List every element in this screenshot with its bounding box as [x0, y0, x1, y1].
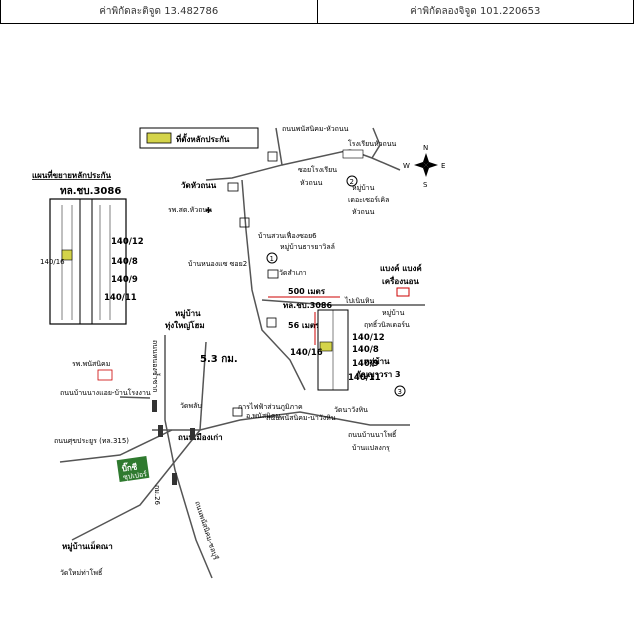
road-chonburi: ถนนพนัสนิคม-ชลบุรี: [193, 500, 220, 561]
marker-1: [266, 252, 278, 264]
inset-road-label: ทล.ชบ.3086: [60, 186, 121, 197]
label-wat-huathanon: วัดหัวถนน: [181, 181, 217, 190]
latitude-cell: ค่าพิกัดละติจูด 13.482786: [0, 0, 318, 24]
label-elec: การไฟฟ้าส่วนภูมิภาค: [238, 402, 303, 411]
label-hospital: รพ.สต.หัวถนน: [168, 206, 212, 214]
label-soi-b: บ้านหนองแซ ซอย2: [188, 260, 247, 268]
compass-s: S: [423, 181, 428, 189]
label-village2a: หมู่บ้าน: [352, 184, 375, 192]
label-village3b: กัญญาวรา 3: [356, 370, 401, 380]
collateral-block: 140/12 140/8 140/9 140/11 140/16: [290, 309, 385, 391]
store-logo: [116, 456, 150, 482]
label-wat-bokaeo: วัดนาวังหิน: [334, 406, 368, 414]
label-bank2: เครื่องนอน: [382, 275, 419, 286]
label-village-r: หมู่บ้าน: [382, 309, 405, 317]
roads: [59, 127, 425, 579]
inset-plot-140-11: 140/11: [104, 293, 137, 303]
road-top: ถนนพนัสนิคม-หัวถนน: [282, 125, 349, 133]
compass-n: N: [423, 144, 428, 152]
store-sub: ซุปเปอร์: [123, 470, 148, 481]
plot-140-12: 140/12: [352, 333, 385, 343]
label-banplaeng: บ้านแปลงกรุ: [352, 444, 390, 452]
inset-plot-140-8: 140/8: [111, 257, 138, 267]
label-hosp-panat: รพ.พนัสนิคม: [72, 360, 110, 368]
store-name: บิ๊กซี: [121, 460, 138, 473]
marker-2: [346, 175, 358, 187]
road-km26: กม.26: [153, 485, 161, 506]
label-soi-a: บ้านสวนเฟื่องซอย6: [258, 231, 317, 240]
road-phanat-nawang: ถนนพนัสนิคม-นาวังหิน: [266, 414, 336, 422]
distance-500m: 500 เมตร: [288, 287, 326, 296]
road-nonpho: ถนนบ้านนาโพธิ์: [348, 429, 398, 439]
label-wat-panat: วัดพลับ: [180, 402, 202, 410]
inset-plot-140-12: 140/12: [111, 237, 144, 247]
label-huathanon: หัวถนน: [300, 179, 323, 187]
legend-swatch: [146, 132, 172, 144]
label-village-tung2: ทุ่งใหญ่โฮม: [165, 320, 205, 331]
inset-plot-highlight: [61, 249, 73, 261]
inset-map: แผนที่ขยายหลักประกัน ทล.ชบ.3086 140/12 1…: [32, 169, 144, 325]
marker-3-label: 3: [398, 388, 402, 396]
plot-140-11: 140/11: [348, 373, 381, 383]
school-icon: [342, 149, 364, 159]
hospital-icon: ✚: [205, 206, 212, 215]
road-to-hill: ไปเนินหิน: [344, 296, 375, 305]
label-village1: หมู่บ้านธารยาวิลล์: [280, 243, 335, 251]
hospital-building-icon: [97, 369, 113, 381]
compass-w: W: [403, 162, 410, 170]
inset-plot-140-9: 140/9: [111, 275, 138, 285]
label-village-r2: ฤทธิ์วนิลเดอร์น: [364, 319, 410, 329]
label-village-tung: หมู่บ้าน: [175, 308, 201, 319]
marker-1-label: 1: [270, 255, 274, 263]
label-village3a: หมู่บ้าน: [364, 356, 390, 367]
legend: ที่ตั้งหลักประกัน: [139, 127, 259, 149]
collateral-plot: [319, 341, 333, 352]
place-labels: โรงเรียนหัวถนน ซอยโรงเรียน หัวถนน หมู่บ้…: [60, 139, 422, 577]
compass-e: E: [441, 162, 445, 170]
plot-140-9: 140/9: [352, 359, 379, 369]
legend-label: ที่ตั้งหลักประกัน: [176, 133, 230, 144]
label-wat-samrao: วัดสำเภา: [279, 269, 307, 277]
road-315: ถนนศุขประยูร (ทล.315): [54, 437, 129, 445]
label-village-mod: หมู่บ้านเม็ดณา: [62, 540, 113, 552]
label-soi-school: ซอยโรงเรียน: [298, 165, 337, 174]
plot-140-16: 140/16: [290, 348, 323, 358]
distance-56m: 56 เมตร: [288, 321, 320, 330]
plot-140-8: 140/8: [352, 345, 379, 355]
traffic-light-icons: [152, 400, 195, 485]
inset-title: แผนที่ขยายหลักประกัน: [32, 169, 111, 180]
compass-icon: N S E W: [403, 144, 445, 189]
road-tl3086: ทล.ชบ.3086: [283, 301, 332, 310]
label-bank: แบงค์ แบงค์: [380, 263, 422, 273]
road-mueangkao: ถนนเมืองเก่า: [178, 432, 223, 442]
road-naobang: ถนนบ้านนางแอย-บ้านโรงงาน: [60, 388, 151, 397]
label-village2c: หัวถนน: [352, 208, 375, 216]
distance-5-3km: 5.3 กม.: [200, 354, 238, 365]
label-wat-nai: วัดใหม่ท่าโพธิ์: [60, 567, 104, 577]
bank-icon: [396, 287, 410, 297]
label-elec2: อ.พนัสนิคม: [246, 412, 280, 420]
distance-markers: 500 เมตร 56 เมตร 5.3 กม.: [200, 287, 340, 365]
road-nongsang: ถนนหนองซ้ำซาก: [151, 340, 162, 392]
label-school: โรงเรียนหัวถนน: [348, 139, 397, 148]
inset-plot-140-16: 140/16: [40, 258, 65, 266]
marker-2-label: 2: [350, 178, 354, 186]
label-village2b: เดอะเซอร์เคิล: [348, 196, 389, 204]
marker-3: [394, 385, 406, 397]
temple-icons: [227, 151, 279, 417]
